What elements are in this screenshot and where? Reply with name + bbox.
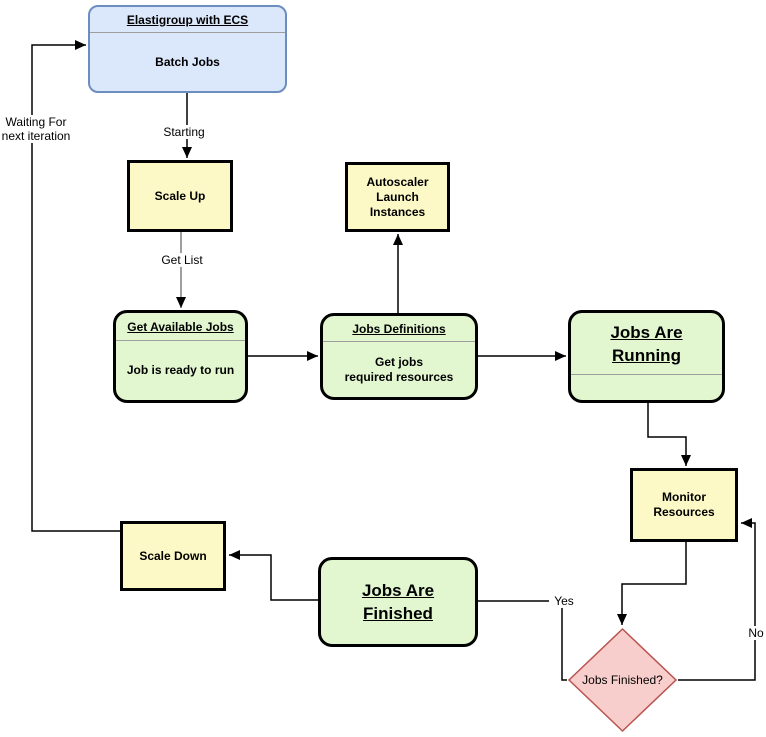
node-jobs-are-running: Jobs Are Running — [568, 310, 725, 403]
node-label: Scale Up — [154, 188, 206, 203]
node-jobs-definitions: Jobs Definitions Get jobs required resou… — [320, 313, 478, 400]
node-body-line: required resources — [344, 369, 454, 384]
node-scale-down: Scale Down — [120, 521, 226, 591]
edge-label-line: Waiting For — [5, 115, 67, 129]
node-title-line: Jobs Are — [610, 322, 683, 342]
edge-label-get-list: Get List — [153, 253, 211, 267]
node-title-line: Finished — [363, 604, 433, 623]
node-body — [571, 375, 722, 400]
edge-label-line: next iteration — [1, 129, 71, 143]
node-label-line: Instances — [369, 204, 426, 219]
node-label-line: Launch — [376, 189, 419, 204]
node-title: Jobs Definitions — [323, 316, 475, 342]
edge-label-no: No — [743, 626, 766, 640]
node-body-line: Get jobs — [374, 354, 423, 369]
edge-waiting-loop — [31, 40, 120, 532]
node-title: Get Available Jobs — [116, 313, 245, 341]
node-monitor-resources: Monitor Resources — [630, 468, 738, 542]
edge-decision-no — [678, 518, 756, 681]
edge-running-to-monitor — [647, 403, 691, 466]
node-label-line: Autoscaler — [366, 174, 429, 189]
node-label-line: Monitor — [662, 490, 706, 504]
edge-label-waiting: Waiting For next iteration — [0, 115, 72, 143]
edge-monitor-to-decision — [617, 542, 687, 625]
node-label-line: Resources — [653, 505, 715, 519]
node-elastigroup-with-ecs: Elastigroup with ECS Batch Jobs — [88, 5, 287, 93]
edge-label-yes: Yes — [549, 594, 579, 608]
node-label: Jobs Finished? — [582, 673, 663, 687]
edge-label-starting: Starting — [155, 125, 213, 139]
node-body: Batch Jobs — [155, 54, 220, 69]
node-autoscaler-launch-instances: Autoscaler Launch Instances — [345, 162, 450, 232]
node-scale-up: Scale Up — [127, 160, 233, 232]
node-body: Get jobs required resources — [323, 342, 475, 397]
diamond-shape — [567, 627, 678, 733]
node-jobs-are-finished: Jobs Are Finished — [318, 557, 478, 647]
node-get-available-jobs: Get Available Jobs Job is ready to run — [113, 310, 248, 403]
node-title: Jobs Are Running — [571, 313, 722, 375]
node-jobs-finished-decision: Jobs Finished? — [567, 627, 678, 733]
node-body: Job is ready to run — [126, 363, 235, 377]
node-title-line: Running — [612, 345, 681, 365]
node-label: Scale Down — [139, 548, 207, 563]
edge-finished-to-scaledown — [229, 550, 318, 601]
node-title-line: Jobs Are — [361, 581, 435, 600]
node-title: Elastigroup with ECS — [90, 7, 285, 33]
